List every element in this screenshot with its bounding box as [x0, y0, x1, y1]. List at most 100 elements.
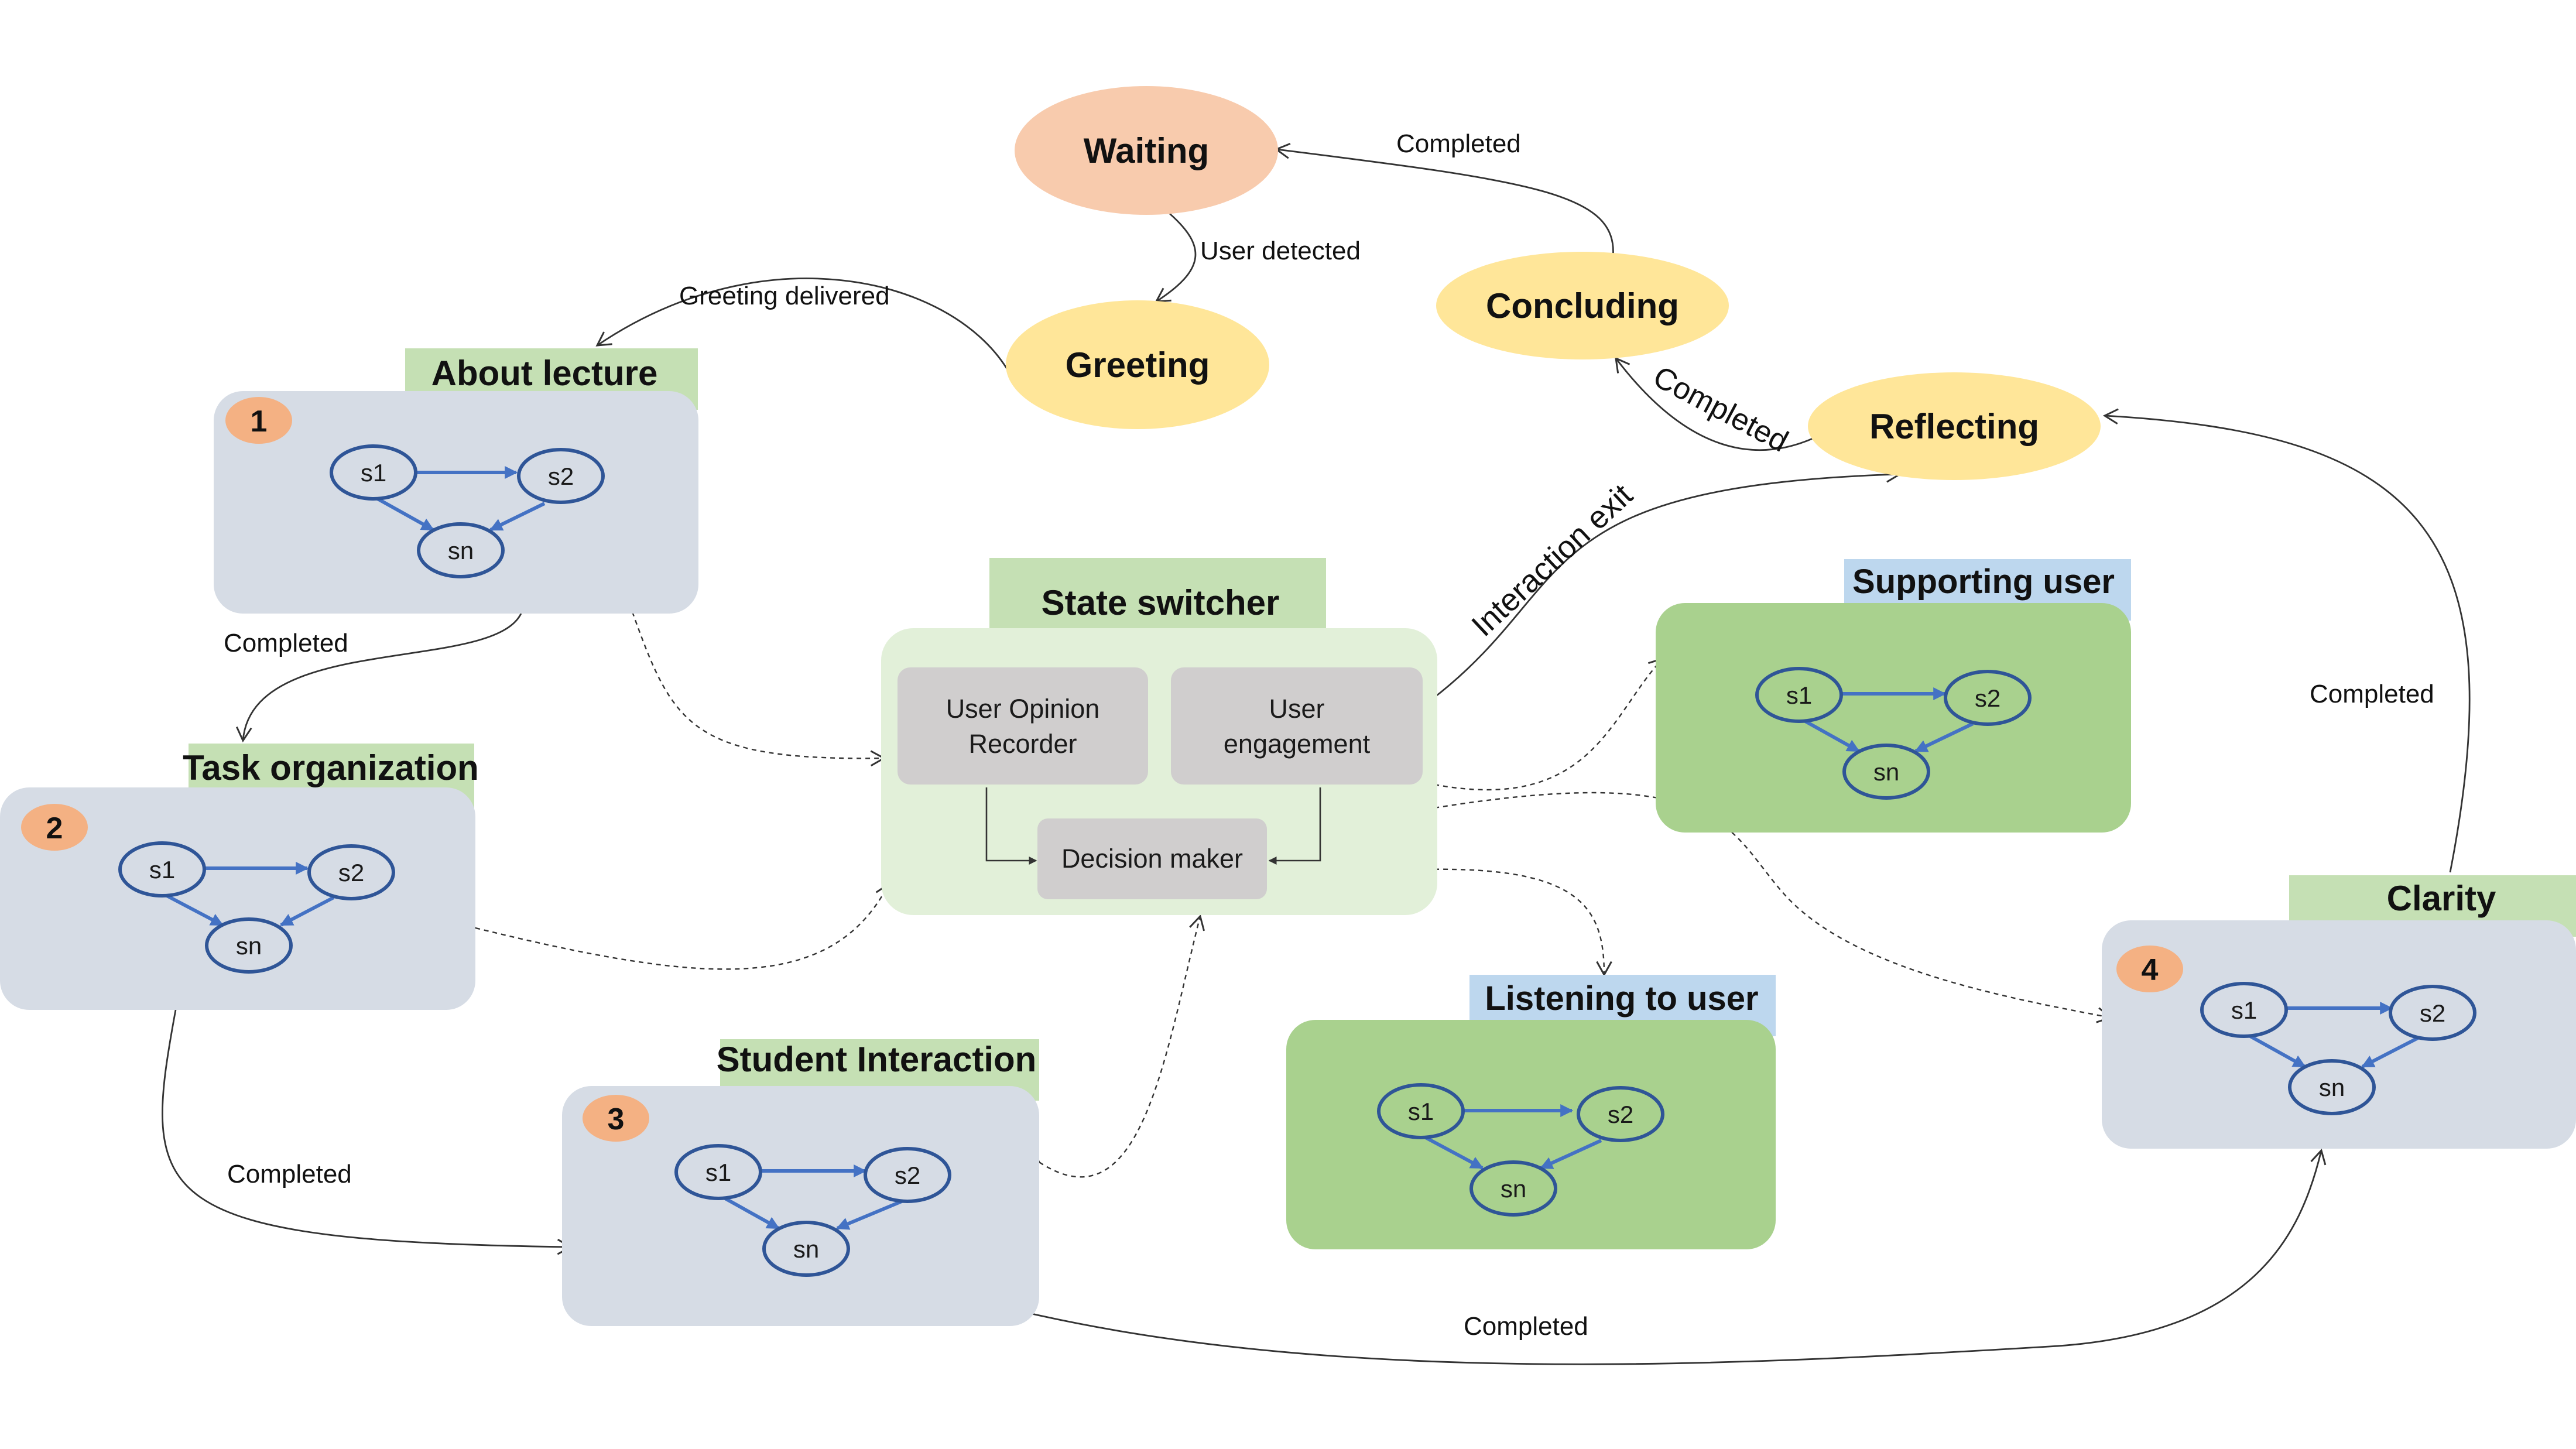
- edge-reflecting-concluding: [1615, 357, 1824, 451]
- sub-label-sn: sn: [793, 1235, 819, 1263]
- sub-label-s2: s2: [338, 859, 364, 886]
- link-switcher-about: [620, 597, 886, 767]
- link-switcher-clarity: [1420, 792, 2113, 1023]
- label-completed-1-2: Completed: [224, 629, 348, 657]
- sub-node-sn: [1842, 744, 1930, 800]
- sub-node-s1: [674, 1144, 762, 1200]
- state-clarity: Clarity 4 s1 s2 sn: [2102, 875, 2576, 1149]
- node-greeting-label: Greeting: [1066, 345, 1210, 385]
- sub-node-s2: [1577, 1086, 1664, 1142]
- label-user-opinion-line1: User Opinion: [946, 694, 1100, 724]
- card-supporting-user: [1656, 603, 2131, 833]
- label-decision-maker: Decision maker: [1061, 844, 1243, 873]
- sub-node-s1: [1377, 1083, 1465, 1139]
- label-user-engagement-line1: User: [1269, 694, 1324, 724]
- sub-label-sn: sn: [236, 932, 262, 960]
- subgraph-task-organization: s1 s2 sn: [118, 841, 395, 974]
- edge-student-clarity: [1021, 1148, 2327, 1365]
- subgraph-listening-user: s1 s2 sn: [1377, 1083, 1664, 1217]
- sub-label-s1: s1: [2231, 996, 2257, 1024]
- sub-node-sn: [417, 522, 505, 578]
- edge-greeting-about-lecture: [595, 278, 1008, 369]
- sub-label-s2: s2: [1975, 684, 2000, 712]
- sub-node-s2: [864, 1147, 951, 1203]
- state-listening-user: Listening to user s1 s2 sn: [1286, 975, 1776, 1249]
- label-greeting-delivered: Greeting delivered: [679, 282, 890, 310]
- label-user-engagement-line2: engagement: [1224, 729, 1371, 759]
- card-about-lecture: [214, 391, 698, 614]
- label-completed-clarity: Completed: [2310, 680, 2434, 708]
- title-state-switcher: State switcher: [1042, 583, 1280, 622]
- sub-node-sn: [762, 1221, 850, 1277]
- label-completed-waiting: Completed: [1396, 129, 1521, 158]
- sub-node-s2: [307, 844, 395, 900]
- sub-node-sn: [205, 917, 293, 974]
- sub-node-s1: [1755, 667, 1843, 723]
- title-about-lecture: About lecture: [431, 354, 658, 393]
- badge-4-label: 4: [2142, 953, 2159, 987]
- badge-2: [21, 804, 88, 851]
- link-switcher-task: [460, 882, 890, 970]
- box-user-engagement: [1171, 667, 1423, 785]
- edge-concluding-waiting: [1274, 142, 1614, 258]
- node-waiting-label: Waiting: [1084, 131, 1209, 170]
- edge-interaction-exit: [1431, 466, 1902, 701]
- title-supporting-user: Supporting user: [1852, 563, 2115, 601]
- tab-student-interaction: [720, 1039, 1039, 1101]
- subgraph-about-lecture: s1 s2 sn: [330, 444, 605, 578]
- sub-label-s1: s1: [705, 1159, 731, 1186]
- label-user-detected: User detected: [1200, 237, 1361, 265]
- link-switcher-supporting: [1420, 657, 1664, 791]
- card-listening-user: [1286, 1020, 1776, 1249]
- sub-label-s2: s2: [1608, 1101, 1633, 1128]
- box-user-opinion-recorder: [898, 667, 1148, 785]
- card-clarity: [2102, 920, 2576, 1149]
- card-task-organization: [0, 787, 475, 1010]
- state-switcher: State switcher User Opinion Recorder Use…: [881, 558, 1437, 915]
- state-about-lecture: About lecture 1 s1 s2 sn: [214, 348, 698, 614]
- sub-label-s1: s1: [361, 459, 386, 487]
- badge-2-label: 2: [46, 811, 63, 845]
- arrow-engagement-to-decision: [1268, 787, 1321, 865]
- sub-label-s1: s1: [1408, 1098, 1434, 1125]
- node-reflecting: Reflecting: [1808, 372, 2101, 480]
- node-concluding: Concluding: [1436, 252, 1729, 359]
- sub-label-s2: s2: [895, 1162, 920, 1189]
- node-waiting: Waiting: [1015, 86, 1278, 215]
- title-student-interaction: Student Interaction: [717, 1040, 1037, 1079]
- node-concluding-label: Concluding: [1486, 286, 1679, 326]
- edge-waiting-greeting: [1155, 213, 1197, 303]
- sub-node-s1: [118, 841, 206, 898]
- edge-clarity-reflecting: [2102, 408, 2471, 873]
- state-task-organization: Task organization 2 s1 s2 sn: [0, 744, 479, 1010]
- label-completed-3-4: Completed: [1464, 1312, 1588, 1341]
- sub-label-s1: s1: [1786, 681, 1812, 709]
- sub-label-s1: s1: [149, 856, 175, 883]
- title-clarity: Clarity: [2387, 879, 2496, 918]
- sub-label-s2: s2: [2420, 999, 2445, 1027]
- label-completed-2-3: Completed: [227, 1160, 352, 1188]
- badge-3-label: 3: [608, 1102, 625, 1136]
- label-interaction-exit: Interaction exit: [1465, 477, 1639, 643]
- badge-3: [583, 1095, 649, 1142]
- state-supporting-user: Supporting user s1 s2 sn: [1656, 559, 2131, 833]
- title-listening-user: Listening to user: [1485, 979, 1758, 1018]
- card-student-interaction: [562, 1086, 1039, 1326]
- sub-node-s2: [517, 448, 605, 504]
- box-decision-maker: [1037, 818, 1267, 899]
- sub-node-s2: [1944, 670, 2032, 726]
- sub-node-s1: [330, 444, 417, 501]
- sub-node-sn: [1469, 1160, 1557, 1217]
- node-greeting: Greeting: [1006, 300, 1269, 429]
- connectors: [162, 142, 2471, 1365]
- sub-label-sn: sn: [2319, 1074, 2345, 1101]
- sub-node-s1: [2200, 982, 2288, 1038]
- badge-4: [2116, 946, 2183, 992]
- label-user-opinion-line2: Recorder: [968, 729, 1077, 759]
- subgraph-student-interaction: s1 s2 sn: [674, 1144, 951, 1277]
- subgraph-supporting-user: s1 s2 sn: [1755, 667, 2032, 800]
- link-switcher-listening: [1412, 861, 1612, 977]
- subgraph-clarity: s1 s2 sn: [2200, 982, 2476, 1115]
- badge-1: [225, 397, 292, 444]
